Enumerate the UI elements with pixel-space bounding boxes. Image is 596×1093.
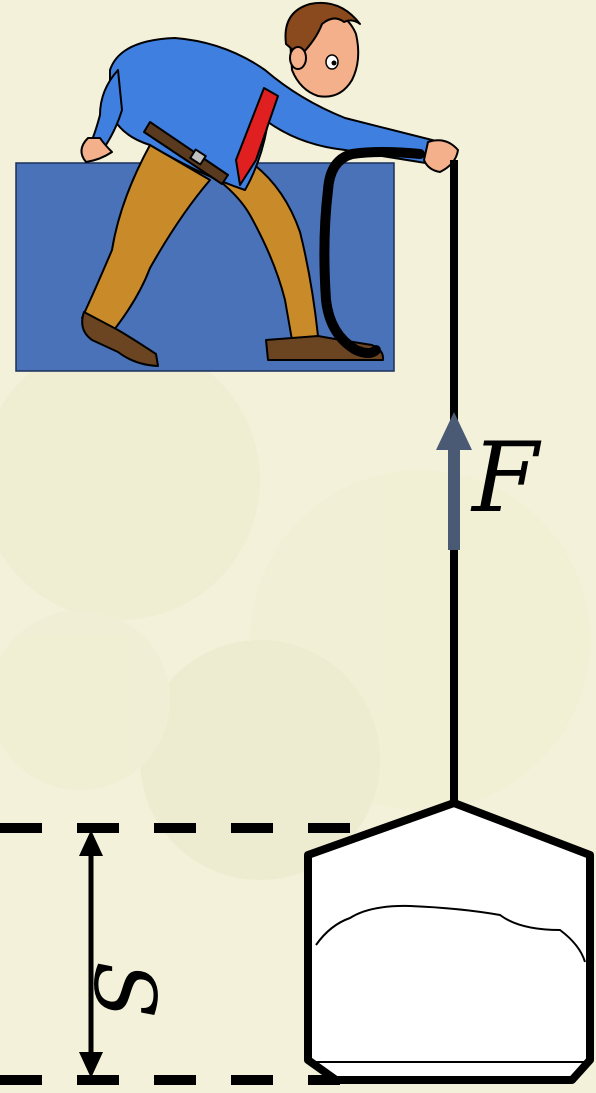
force-arrow — [436, 412, 472, 550]
distance-arrow — [79, 830, 103, 1078]
distance-label: S — [74, 961, 173, 1019]
back-arm — [91, 69, 123, 149]
bucket — [304, 799, 594, 1084]
tie — [235, 87, 279, 186]
back-shoe — [81, 311, 159, 367]
bucket-body — [304, 799, 594, 1084]
ear — [289, 46, 307, 70]
background-pattern — [0, 340, 590, 880]
belt-buckle — [189, 148, 207, 166]
bucket-contents — [315, 904, 586, 963]
hair — [284, 2, 361, 57]
back-hand — [80, 137, 113, 163]
force-label: F — [472, 422, 539, 534]
rope-coil — [319, 147, 425, 358]
